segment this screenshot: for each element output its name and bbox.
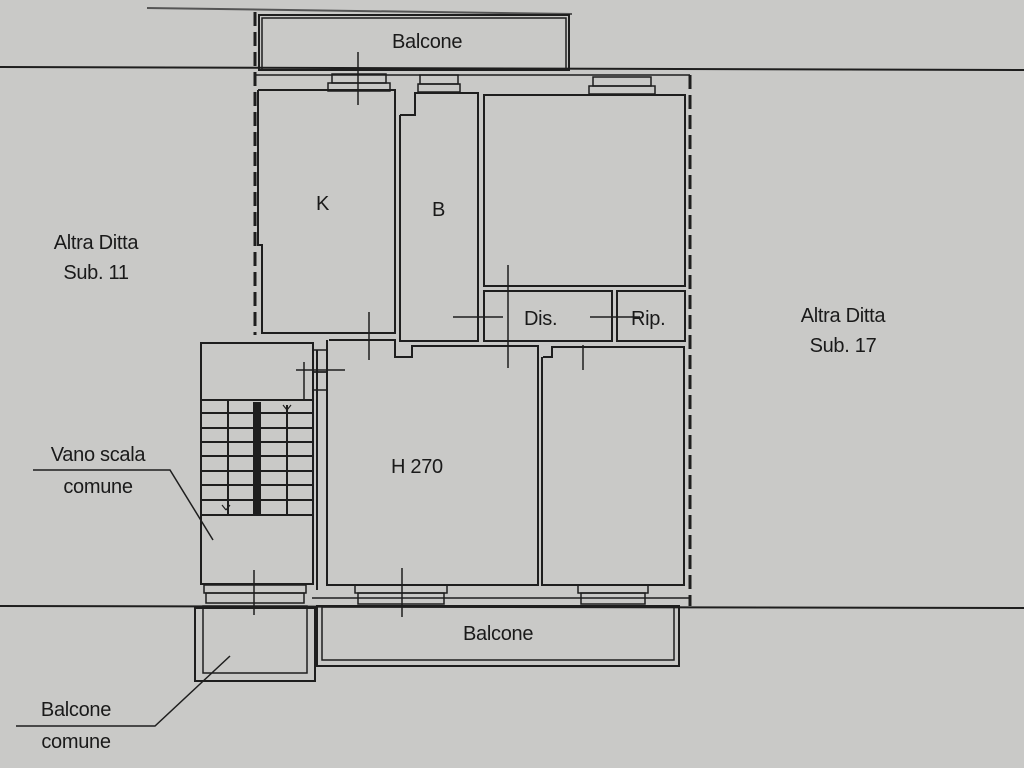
common-balcony-annotation-line1: Balcone — [40, 699, 112, 721]
windows — [203, 73, 656, 605]
staircase — [200, 342, 318, 590]
neighbor-right-label: Altra Ditta Sub. 17 — [783, 304, 903, 358]
neighbor-left-line1: Altra Ditta — [53, 232, 139, 254]
top-balcony-label: Balcone — [392, 31, 463, 53]
bathroom-label: B — [432, 199, 446, 221]
storage-walls — [616, 290, 686, 342]
bathroom-walls — [399, 92, 479, 342]
hallway-label: Dis. — [524, 308, 558, 330]
living-room-label: H 270 — [391, 456, 443, 478]
bedroom-bottom-walls — [541, 346, 685, 586]
storage-label: Rip. — [631, 308, 666, 330]
bottom-balcony-label: Balcone — [463, 623, 534, 645]
common-balcony-annotation-line2: comune — [41, 731, 111, 753]
neighbor-right-line1: Altra Ditta — [800, 305, 886, 327]
common-balcony-outline — [194, 605, 316, 682]
top-balcony-outline — [258, 14, 570, 71]
common-balcony-leader-line — [16, 655, 231, 727]
kitchen-label: K — [316, 193, 330, 215]
staircase-leader-line — [33, 469, 214, 541]
section-markers — [253, 52, 640, 617]
neighbor-left-line2: Sub. 11 — [63, 262, 129, 284]
top-edge-line — [146, 7, 573, 15]
neighbor-left-label: Altra Ditta Sub. 11 — [36, 231, 156, 285]
staircase-annotation: Vano scala comune — [32, 443, 164, 499]
hallway-walls — [483, 290, 613, 342]
bedroom-top-walls — [483, 94, 686, 287]
staircase-annotation-line2: comune — [63, 476, 133, 498]
kitchen-walls — [257, 89, 396, 334]
staircase-annotation-line1: Vano scala — [50, 444, 146, 466]
top-boundary-line — [0, 66, 1024, 71]
neighbor-right-line2: Sub. 17 — [809, 335, 877, 357]
stair-up-arrow-icon — [282, 404, 292, 411]
bottom-balcony-outline — [316, 605, 680, 667]
common-balcony-annotation: Balcone comune — [24, 698, 128, 754]
stair-down-arrow-icon — [221, 504, 231, 511]
